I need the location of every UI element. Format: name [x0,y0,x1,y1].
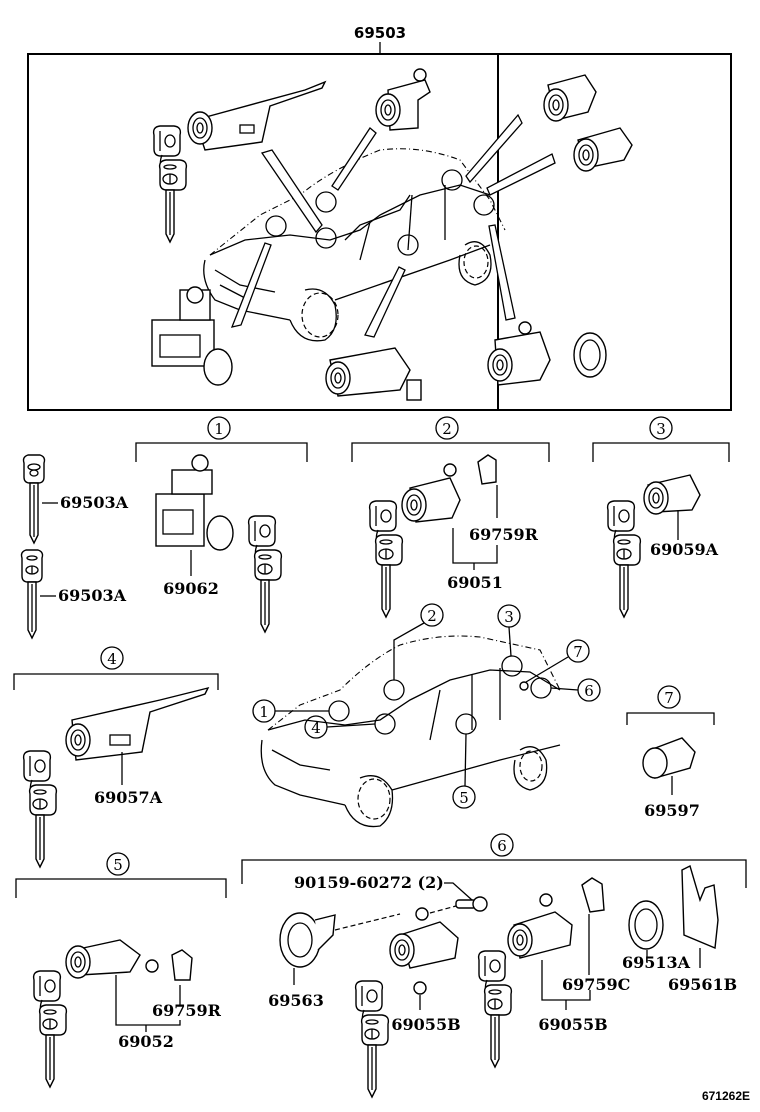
svg-text:69052: 69052 [118,1032,174,1051]
svg-text:69057A: 69057A [94,788,163,807]
assembly-glove-box-lock [151,286,233,386]
assembly-ignition-cylinder [187,80,327,151]
svg-text:69062: 69062 [163,579,219,598]
svg-text:5: 5 [459,789,469,807]
svg-text:69051: 69051 [447,573,503,592]
svg-text:69759R: 69759R [469,525,539,544]
svg-text:6: 6 [584,682,594,700]
svg-text:69055B: 69055B [538,1015,607,1034]
key-plain-part: 69503A [22,454,129,544]
svg-text:69759R: 69759R [152,1001,222,1020]
svg-text:3: 3 [656,420,666,438]
assembly-door-cylinder-rear [325,347,422,401]
svg-text:7: 7 [664,689,674,707]
svg-text:69759C: 69759C [562,975,630,994]
svg-text:7: 7 [573,643,583,661]
figure-code: 671262E [702,1089,750,1103]
svg-text:4: 4 [107,650,117,668]
group-2: 2 69759R 69051 [351,416,550,618]
svg-text:69503A: 69503A [60,493,129,512]
key-logo-part: 69503A [20,549,127,639]
svg-text:69597: 69597 [644,801,700,820]
svg-text:3: 3 [504,608,514,626]
assembly-frame-outer [27,53,732,411]
svg-text:69513A: 69513A [622,953,691,972]
group-7: 7 69597 [626,685,715,820]
group-1: 1 69062 [135,416,308,633]
assembly-tailgate-cylinder-a [543,74,597,122]
assembly-tailgate-cylinder-b [573,127,633,172]
assembly-part-number: 69503 [354,24,406,42]
vehicle-overview-top [203,113,556,342]
svg-text:69055B: 69055B [391,1015,460,1034]
group-5: 5 69759R 69052 [15,852,227,1088]
svg-text:2: 2 [442,420,452,438]
svg-text:6: 6 [497,837,507,855]
group-3: 3 69059A [592,416,730,618]
vehicle-callouts: 1 2 3 4 5 6 7 [252,603,601,809]
assembly-back-door-cylinder [487,321,551,386]
svg-text:1: 1 [214,420,224,438]
svg-text:69563: 69563 [268,991,324,1010]
svg-text:1: 1 [259,703,269,721]
svg-text:2: 2 [427,607,437,625]
group-4: 4 69057A [13,646,219,868]
assembly-door-cylinder-front [375,68,431,131]
svg-text:5: 5 [113,856,123,874]
svg-text:69059A: 69059A [650,540,719,559]
assembly-retainer-ring [573,332,607,378]
svg-text:4: 4 [311,719,321,737]
svg-text:90159-60272 (2): 90159-60272 (2) [294,873,444,892]
vehicle-location-view [260,635,561,828]
svg-text:69503A: 69503A [58,586,127,605]
svg-text:69561B: 69561B [668,975,737,994]
group-6: 6 90159-60272 (2) 69563 69055B 69055B [241,833,747,1098]
